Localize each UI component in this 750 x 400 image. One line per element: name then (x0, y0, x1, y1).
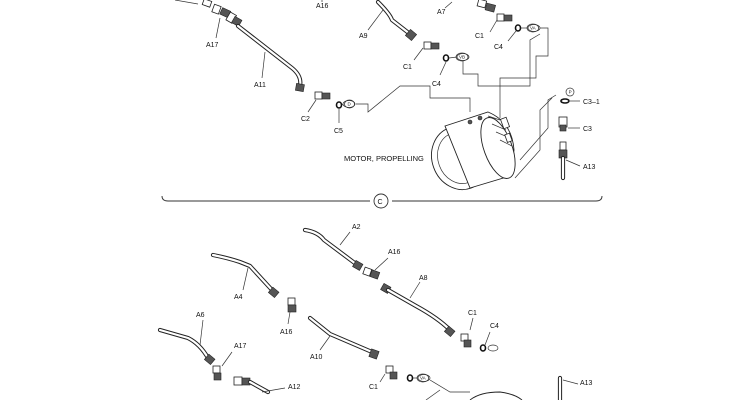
port-bubble (526, 23, 540, 33)
lower-section: VA A2 A16 A8 A4 A16 A6 A17 A10 C1 C4 C1 … (157, 224, 593, 400)
label-a6: A6 (196, 312, 205, 319)
fitting-a16-lower-b (287, 297, 297, 325)
fitting-c3-a13 (558, 98, 581, 181)
section-marker: C (378, 199, 383, 206)
label-a4: A4 (234, 294, 243, 301)
label-a10: A10 (310, 354, 323, 361)
propelling-motor (431, 111, 516, 191)
label-a7: A7 (437, 9, 446, 16)
label-a13-upper: A13 (583, 164, 596, 171)
label-c4-mid: C4 (432, 81, 441, 88)
pipe-a6 (157, 319, 216, 366)
label-a16-lower-b: A16 (280, 329, 293, 336)
svg-text:D: D (348, 102, 352, 107)
pipe-a8 (380, 281, 456, 338)
fitting-a12 (233, 376, 286, 395)
upper-section: VA VB D P A16 A17 A11 A9 A7 C1 C4 C1 C4 … (161, 0, 603, 209)
propelling-motor-lower (425, 389, 523, 400)
label-c3: C3 (583, 126, 592, 133)
port-bubble (344, 99, 355, 109)
label-a2: A2 (352, 224, 361, 231)
label-a17-lower: A17 (234, 343, 247, 350)
motor-label: MOTOR, PROPELLING (344, 154, 424, 163)
pipe-a4 (210, 252, 280, 299)
svg-text:P: P (569, 90, 572, 95)
fitting-a16-lower-a (362, 257, 389, 280)
pipe-a11 (235, 23, 305, 92)
fitting-a13-lower (557, 375, 579, 400)
fitting-a17 (225, 11, 243, 27)
label-a8: A8 (419, 275, 428, 282)
label-a17-upper: A17 (206, 42, 219, 49)
fitting-top-left (174, 0, 232, 39)
svg-text:VA: VA (420, 376, 426, 381)
label-a13-lower: A13 (580, 380, 593, 387)
label-c4-lower: C4 (490, 323, 499, 330)
label-a12: A12 (288, 384, 301, 391)
fitting-c1-c4-top (489, 13, 541, 42)
pipe-a9 (367, 0, 418, 42)
label-a11: A11 (254, 82, 266, 89)
label-c2: C2 (301, 116, 310, 123)
label-c1-mid: C1 (403, 64, 412, 71)
fitting-a17-lower (212, 351, 233, 381)
fitting-c1-c4-lower (460, 317, 499, 352)
motor-leader-lines (356, 27, 557, 179)
port-va-lower: VA (416, 373, 430, 383)
fitting-c2-c5 (307, 91, 356, 123)
label-c1-top: C1 (475, 33, 484, 40)
label-c3-1: C3–1 (583, 99, 600, 106)
port-vb: VB (455, 52, 469, 62)
fitting-c1-lower-mid (379, 365, 470, 393)
fitting-a7 (444, 0, 496, 13)
port-bubble (455, 52, 469, 62)
port-bubble (416, 373, 430, 383)
label-c1-lower-right: C1 (468, 310, 477, 317)
section-brace-c: C (161, 193, 603, 209)
label-a16-lower-a: A16 (388, 249, 401, 256)
pipe-a10 (307, 315, 380, 360)
port-va-upper: VA (526, 23, 540, 33)
svg-text:VA: VA (530, 26, 536, 31)
label-c1-lower-mid: C1 (369, 384, 378, 391)
port-d: D (344, 99, 355, 109)
svg-text:VB: VB (459, 55, 465, 60)
label-a9: A9 (359, 33, 368, 40)
port-p: P (565, 87, 575, 97)
label-c4-top: C4 (494, 44, 503, 51)
label-a16-upper: A16 (316, 3, 329, 10)
pipe-a2 (302, 227, 364, 271)
label-c5: C5 (334, 128, 343, 135)
